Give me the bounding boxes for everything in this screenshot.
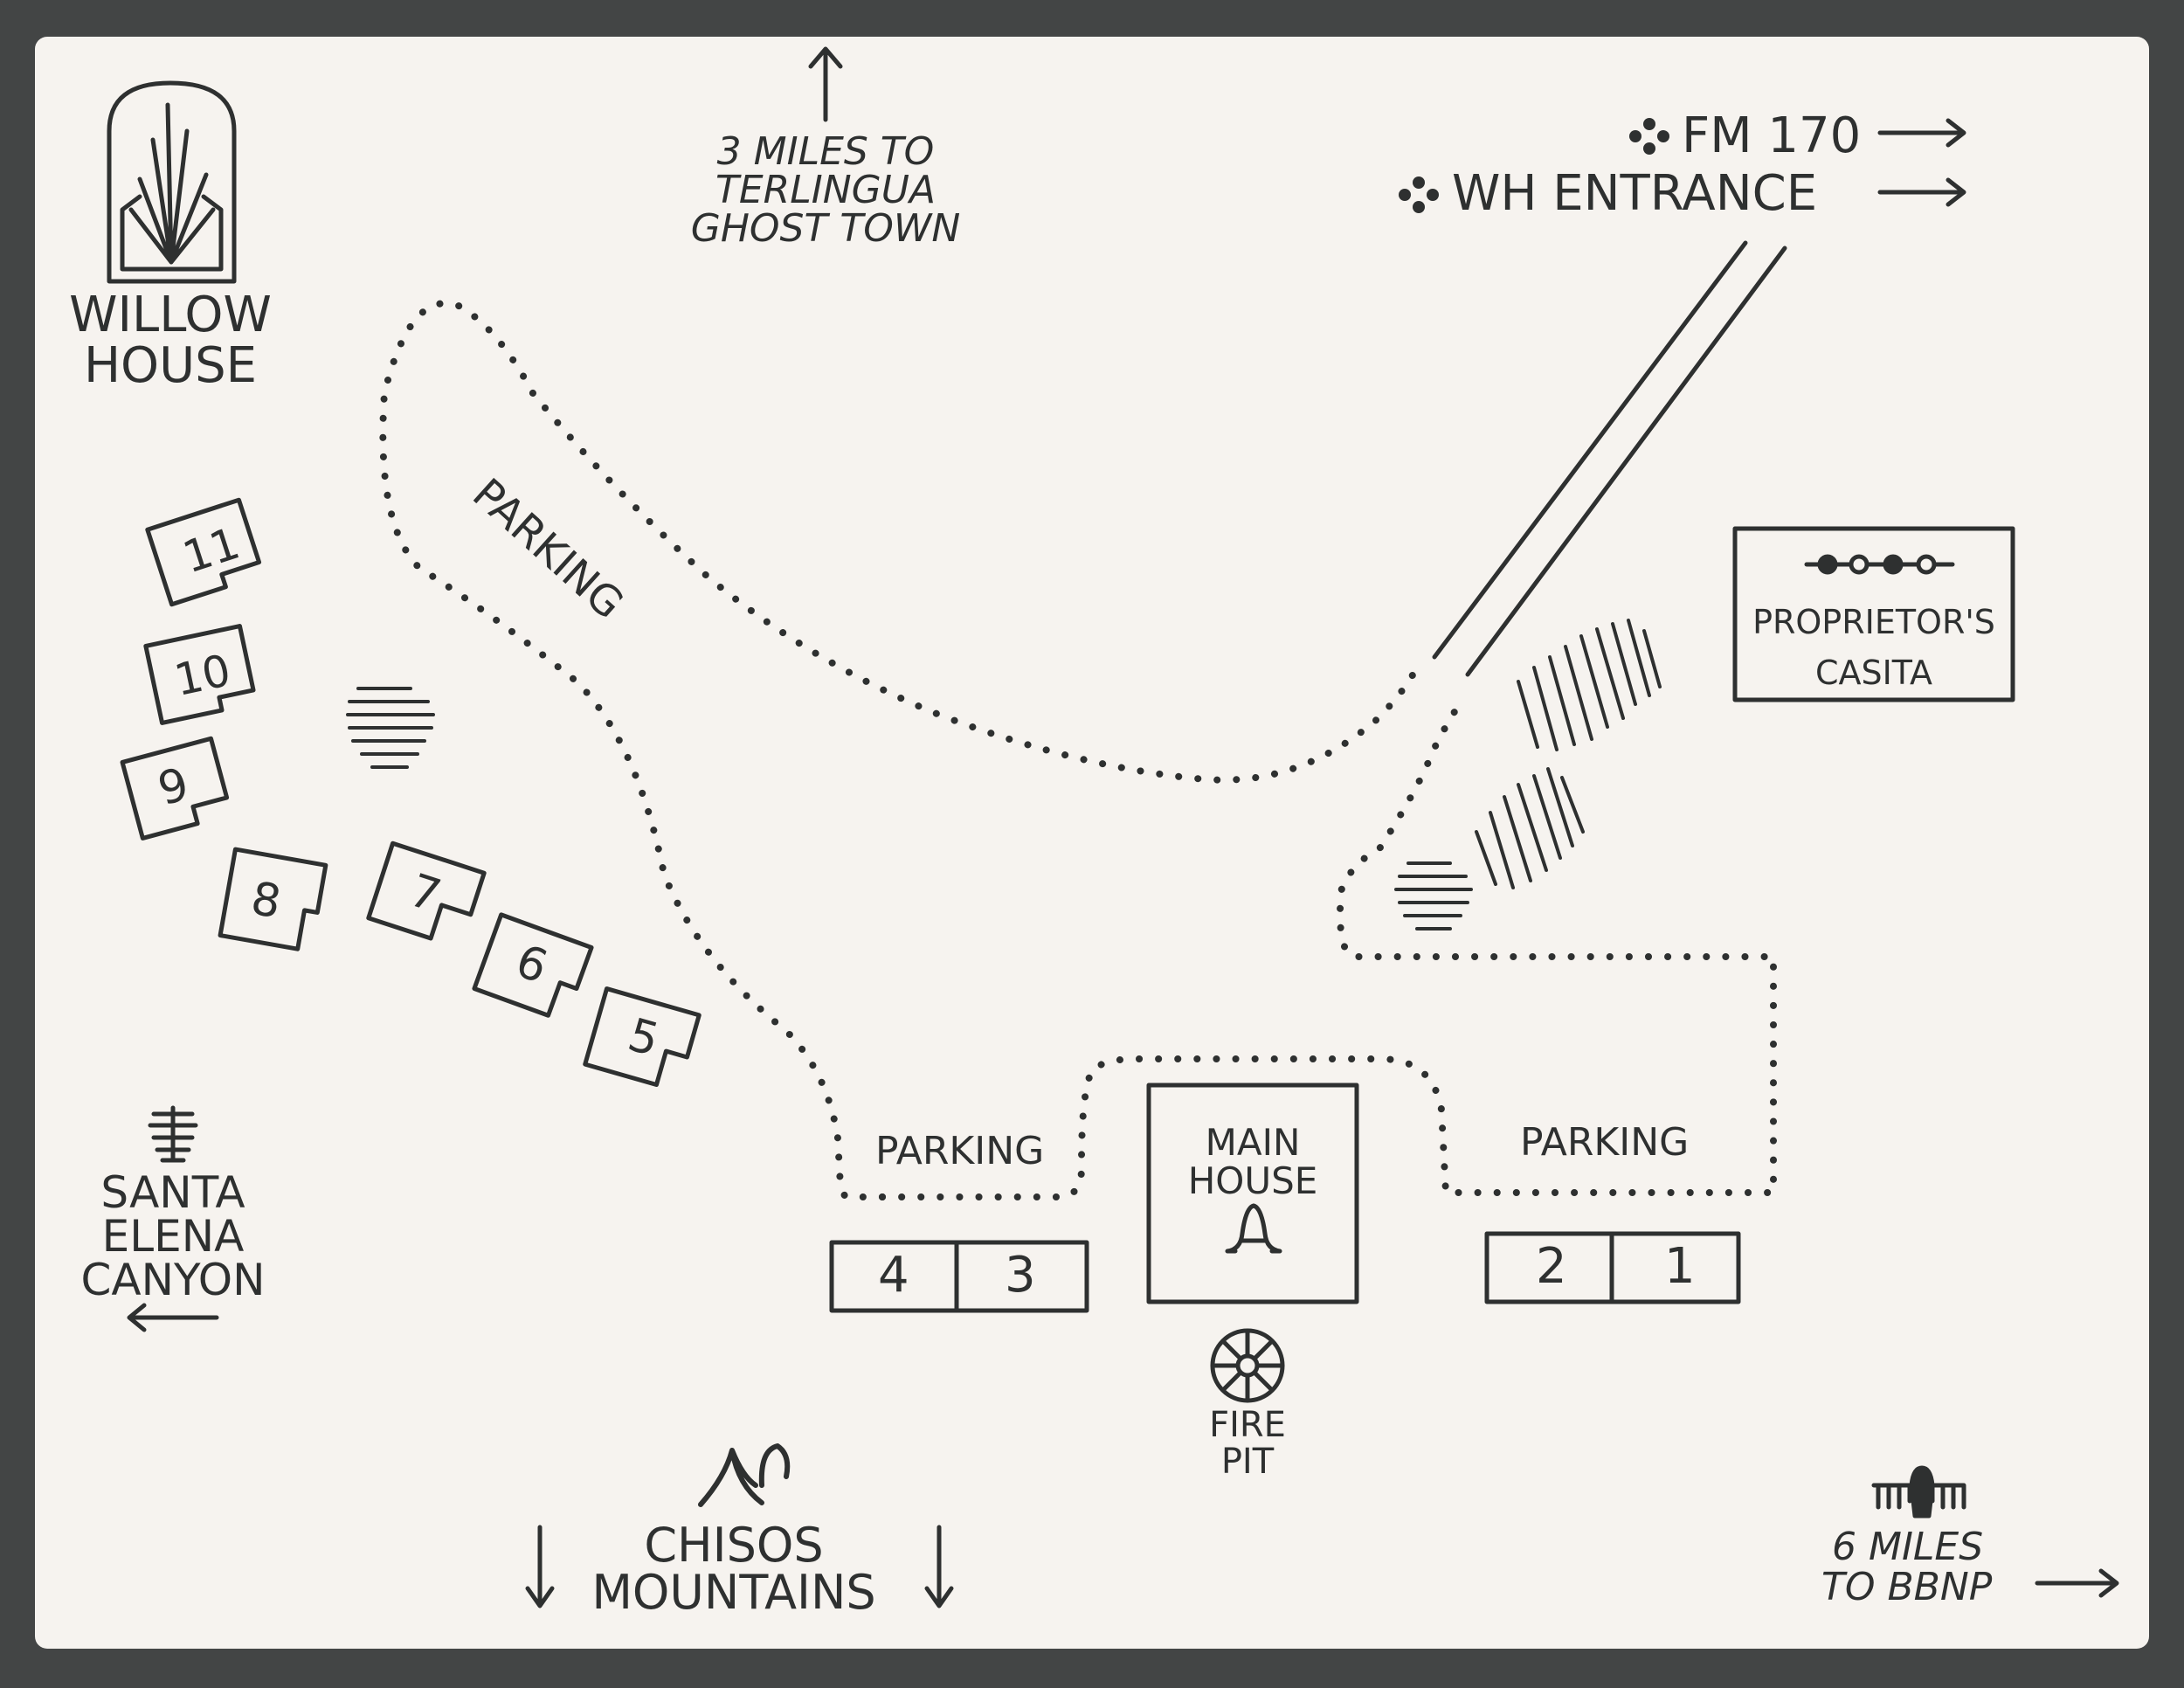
shrub-hatch-2: [1394, 861, 1473, 930]
terlingua-line-3: GHOST TOWN: [690, 206, 961, 251]
thunderbird-icon: [1871, 1465, 1966, 1519]
chisos-line-1: CHISOS: [644, 1518, 824, 1573]
unit-3-label: 3: [1005, 1247, 1036, 1304]
units-4-3-building: [829, 1240, 1089, 1313]
cabin-9-building: [120, 736, 230, 841]
cabin-10-label: 10: [169, 645, 235, 706]
fire-pit-line-2: PIT: [1220, 1442, 1275, 1482]
shrub-hatch-1: [346, 687, 435, 769]
parking-center-label: PARKING: [875, 1129, 1045, 1173]
willow-house-line-1: WILLOW: [69, 287, 272, 343]
terlingua-line-2: TERLINGUA: [715, 168, 936, 212]
casita-line-1: PROPRIETOR'S: [1752, 603, 1995, 641]
west-arrow: [127, 1303, 219, 1332]
entrance-road: [1432, 240, 1787, 677]
unit-2-label: 2: [1536, 1238, 1567, 1295]
main-house-label: MAIN HOUSE: [1149, 1124, 1357, 1200]
bbnp-line-1: 6 MILES: [1832, 1525, 1984, 1569]
casita-icon: [1817, 554, 1904, 575]
main-house-line-1: MAIN: [1205, 1121, 1301, 1164]
unit-4-label: 4: [878, 1247, 909, 1304]
cabin-8-building: [218, 847, 328, 951]
chisos-label: CHISOS MOUNTAINS: [559, 1522, 909, 1616]
parking-boundary-south: [879, 695, 1777, 1200]
main-house-icon: [1225, 1203, 1282, 1254]
santa-elena-line-2: ELENA: [101, 1211, 245, 1262]
cabin-7-building: [366, 841, 487, 941]
waypoint-dots-icon: [1399, 118, 1669, 213]
unit-1-label: 1: [1664, 1238, 1696, 1295]
casita-line-2: CASITA: [1814, 654, 1933, 692]
mountain-icon: [698, 1443, 791, 1507]
willow-tree-icon: [107, 80, 237, 284]
santa-elena-line-1: SANTA: [100, 1167, 245, 1218]
cabin-5-building: [583, 986, 702, 1088]
terlingua-line-1: 3 MILES TO: [716, 129, 935, 174]
santa-elena-label: SANTA ELENA CANYON: [59, 1171, 287, 1302]
shrub-hatch-4: [1475, 767, 1585, 889]
fire-pit-label: FIRE PIT: [1186, 1407, 1309, 1480]
parking-boundary-north: [379, 300, 1420, 1200]
cabin-6-building: [472, 912, 594, 1018]
fire-pit-line-1: FIRE: [1209, 1405, 1286, 1445]
bbnp-label: 6 MILES TO BBNP: [1821, 1527, 1992, 1608]
parking-east-label: PARKING: [1520, 1120, 1690, 1165]
willow-house-line-2: HOUSE: [83, 337, 258, 394]
map-sheet: [35, 37, 2149, 1649]
terlingua-label: 3 MILES TO TERLINGUA GHOST TOWN: [664, 133, 987, 248]
bbnp-line-2: TO BBNP: [1821, 1565, 1993, 1609]
ocotillo-icon: [148, 1105, 198, 1163]
proprietors-casita-label: PROPRIETOR'S CASITA: [1735, 597, 2013, 698]
bbnp-arrow: [2035, 1568, 2119, 1598]
shrub-hatch-3: [1517, 619, 1662, 751]
proprietors-casita-building: [1732, 526, 2015, 702]
main-house-building: [1146, 1083, 1359, 1304]
santa-elena-line-3: CANYON: [80, 1255, 266, 1305]
wh-entrance-label: WH ENTRANCE: [1452, 165, 1818, 222]
north-arrow-icon: [808, 46, 843, 122]
south-arrows: [525, 1525, 954, 1608]
fire-pit-icon: [1210, 1328, 1285, 1403]
willow-house-label: WILLOW HOUSE: [48, 290, 293, 391]
main-house-line-2: HOUSE: [1187, 1159, 1318, 1202]
chisos-line-2: MOUNTAINS: [591, 1565, 876, 1620]
east-arrows: [1877, 118, 1966, 207]
cabin-11-building: [145, 497, 262, 607]
cabin-10-building: [143, 624, 256, 725]
fm170-label: FM 170: [1682, 107, 1862, 164]
